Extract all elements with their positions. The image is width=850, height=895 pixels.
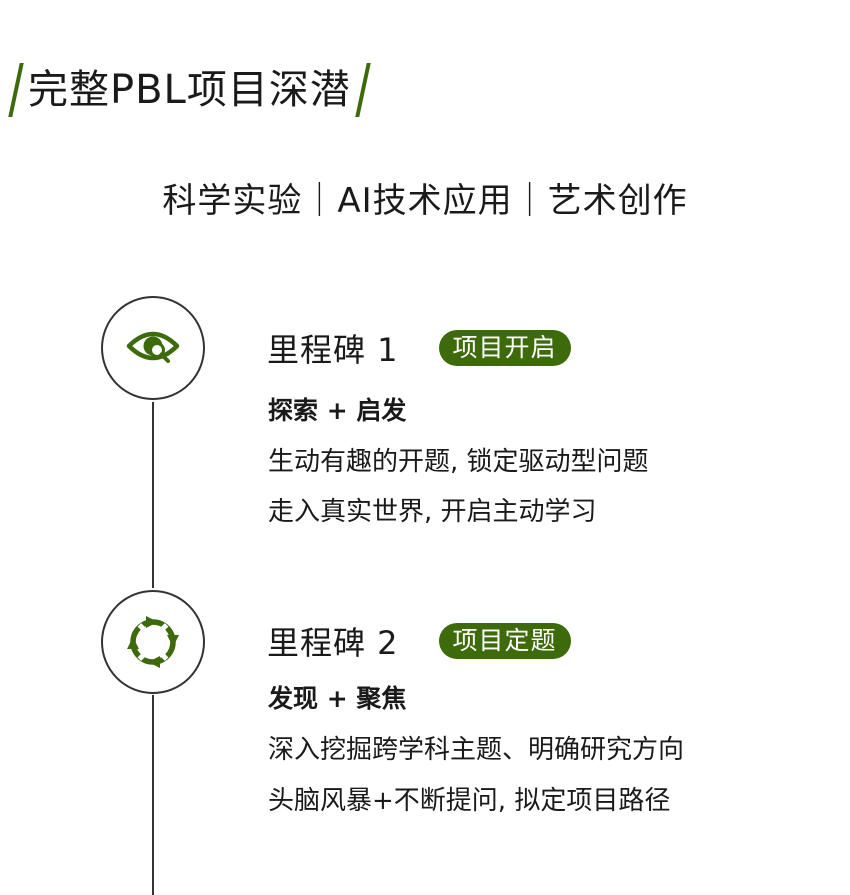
title-left-slash bbox=[8, 63, 24, 117]
milestone-description-line: 深入挖掘跨学科主题、明确研究方向 bbox=[268, 735, 685, 765]
milestone-2-header: 里程碑 2 项目定题 bbox=[267, 619, 571, 663]
milestone-2-icon-circle bbox=[101, 590, 205, 694]
milestone-phase: 发现 + 聚焦 bbox=[268, 684, 407, 713]
milestone-description-line: 走入真实世界, 开启主动学习 bbox=[268, 497, 597, 527]
timeline-connector bbox=[152, 402, 154, 588]
cycle-arrows-icon bbox=[127, 616, 179, 668]
milestone-description-line: 生动有趣的开题, 锁定驱动型问题 bbox=[268, 447, 649, 477]
timeline-connector bbox=[152, 695, 154, 895]
milestone-badge: 项目定题 bbox=[438, 623, 571, 659]
milestone-phase: 探索 + 启发 bbox=[268, 396, 407, 425]
page-subtitle: 科学实验｜AI技术应用｜艺术创作 bbox=[162, 181, 688, 221]
title-right-slash bbox=[355, 63, 371, 117]
page-title: 完整PBL项目深潜 bbox=[28, 67, 351, 113]
milestone-title: 里程碑 1 bbox=[267, 331, 399, 369]
milestone-badge: 项目开启 bbox=[438, 330, 571, 366]
milestone-1-header: 里程碑 1 项目开启 bbox=[267, 326, 571, 370]
milestone-description-line: 头脑风暴+不断提问, 拟定项目路径 bbox=[268, 786, 671, 816]
milestone-1-icon-circle bbox=[101, 296, 205, 400]
page-title-group: 完整PBL项目深潜 bbox=[8, 62, 371, 118]
eye-search-icon bbox=[126, 331, 180, 363]
milestone-title: 里程碑 2 bbox=[267, 624, 399, 662]
